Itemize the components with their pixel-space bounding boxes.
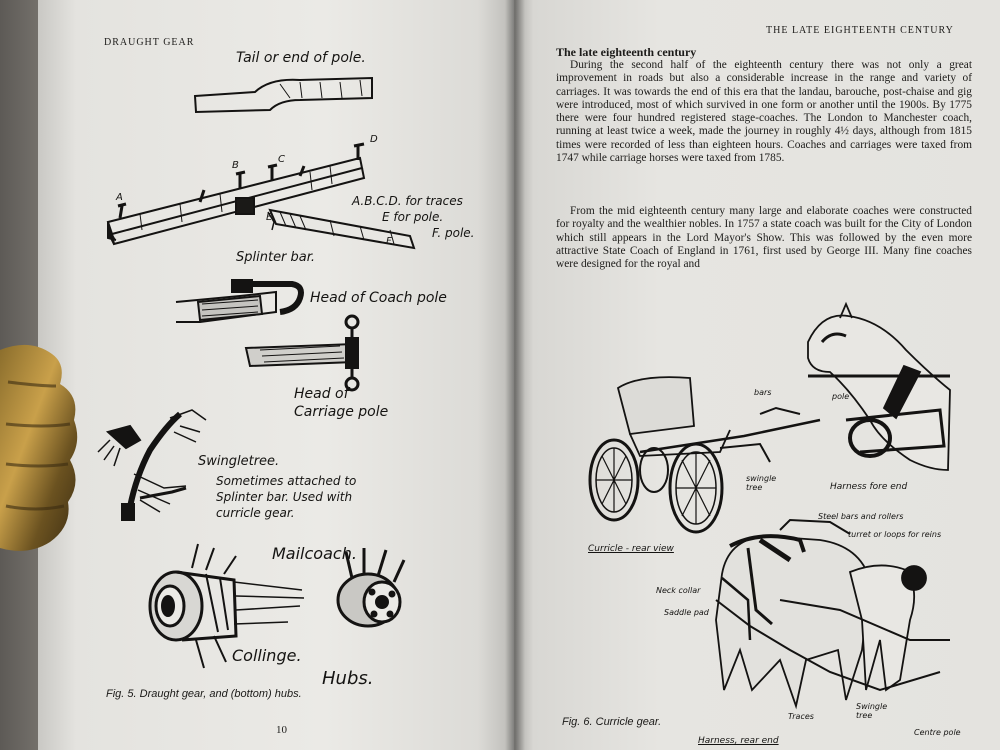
mailcoach-hub-drawing: [336, 548, 406, 628]
label-pole: pole: [832, 392, 850, 401]
coach-pole-head-drawing: [175, 279, 304, 323]
running-head-right: THE LATE EIGHTEENTH CENTURY: [766, 25, 954, 36]
label-traces: Traces: [788, 712, 814, 721]
left-page: [38, 0, 516, 750]
label-letter-e: E: [266, 212, 273, 223]
running-head-left: DRAUGHT GEAR: [104, 37, 195, 48]
f-pole-drawing: [267, 208, 416, 250]
label-letter-c: C: [278, 154, 285, 165]
body-paragraph-1: During the second half of the eighteenth…: [556, 59, 972, 165]
horses-rear-drawing: [715, 518, 950, 710]
label-letter-d: D: [370, 134, 378, 145]
pole-tail-drawing: [193, 76, 373, 114]
label-hubs: Hubs.: [322, 668, 374, 689]
label-splinter-bar: Splinter bar.: [236, 250, 316, 265]
label-e-pole: E for pole.: [382, 210, 444, 224]
label-sometimes-2: Splinter bar. Used with: [216, 490, 353, 504]
label-letter-f: F: [386, 236, 392, 247]
swingletree-drawing: [97, 409, 207, 521]
label-carriage-pole: Carriage pole: [294, 404, 389, 420]
horse-head-drawing: [807, 301, 951, 471]
curricle-drawing: [588, 376, 821, 534]
label-harness-fore-end: Harness fore end: [830, 482, 908, 492]
label-mailcoach: Mailcoach.: [272, 544, 357, 563]
caption-fig6: Fig. 6. Curricle gear.: [562, 716, 662, 728]
label-sometimes-3: curricle gear.: [216, 506, 295, 520]
label-sometimes-1: Sometimes attached to: [216, 474, 357, 488]
section-heading: The late eighteenth century: [556, 45, 697, 59]
label-turret: turret or loops for reins: [848, 530, 942, 539]
collinge-hub-drawing: [148, 543, 305, 669]
label-collinge: Collinge.: [232, 646, 302, 665]
label-f-pole: F. pole.: [432, 226, 475, 240]
label-letter-b: B: [232, 160, 239, 171]
label-swingle-tree: swingle tree: [746, 474, 777, 492]
label-neck-collar: Neck collar: [656, 586, 701, 595]
label-head-coach-pole: Head of Coach pole: [310, 290, 447, 306]
label-swingletree: Swingletree.: [198, 454, 280, 469]
label-saddle-pad: Saddle pad: [664, 608, 709, 617]
label-swingle-tree-2: Swingle tree: [856, 702, 888, 720]
carriage-pole-head-drawing: [244, 314, 360, 392]
body-paragraph-2: From the mid eighteenth century many lar…: [556, 205, 972, 271]
caption-fig5: Fig. 5. Draught gear, and (bottom) hubs.: [106, 688, 302, 700]
label-curricle-rear-view: Curricle - rear view: [588, 544, 674, 554]
label-letter-a: A: [116, 192, 123, 203]
label-harness-rear-end: Harness, rear end: [698, 736, 779, 746]
label-tail: Tail or end of pole.: [236, 50, 366, 66]
label-head-of: Head of: [294, 386, 349, 402]
label-bars: bars: [754, 388, 772, 397]
label-abcd-traces: A.B.C.D. for traces: [352, 194, 463, 208]
label-centre-pole: Centre pole: [914, 728, 961, 737]
brass-clip: [0, 344, 78, 551]
book-gutter: [505, 0, 525, 750]
splinter-bar-drawing: [106, 142, 366, 246]
label-steel-bars: Steel bars and rollers: [818, 512, 904, 521]
page-number: 10: [276, 724, 287, 736]
